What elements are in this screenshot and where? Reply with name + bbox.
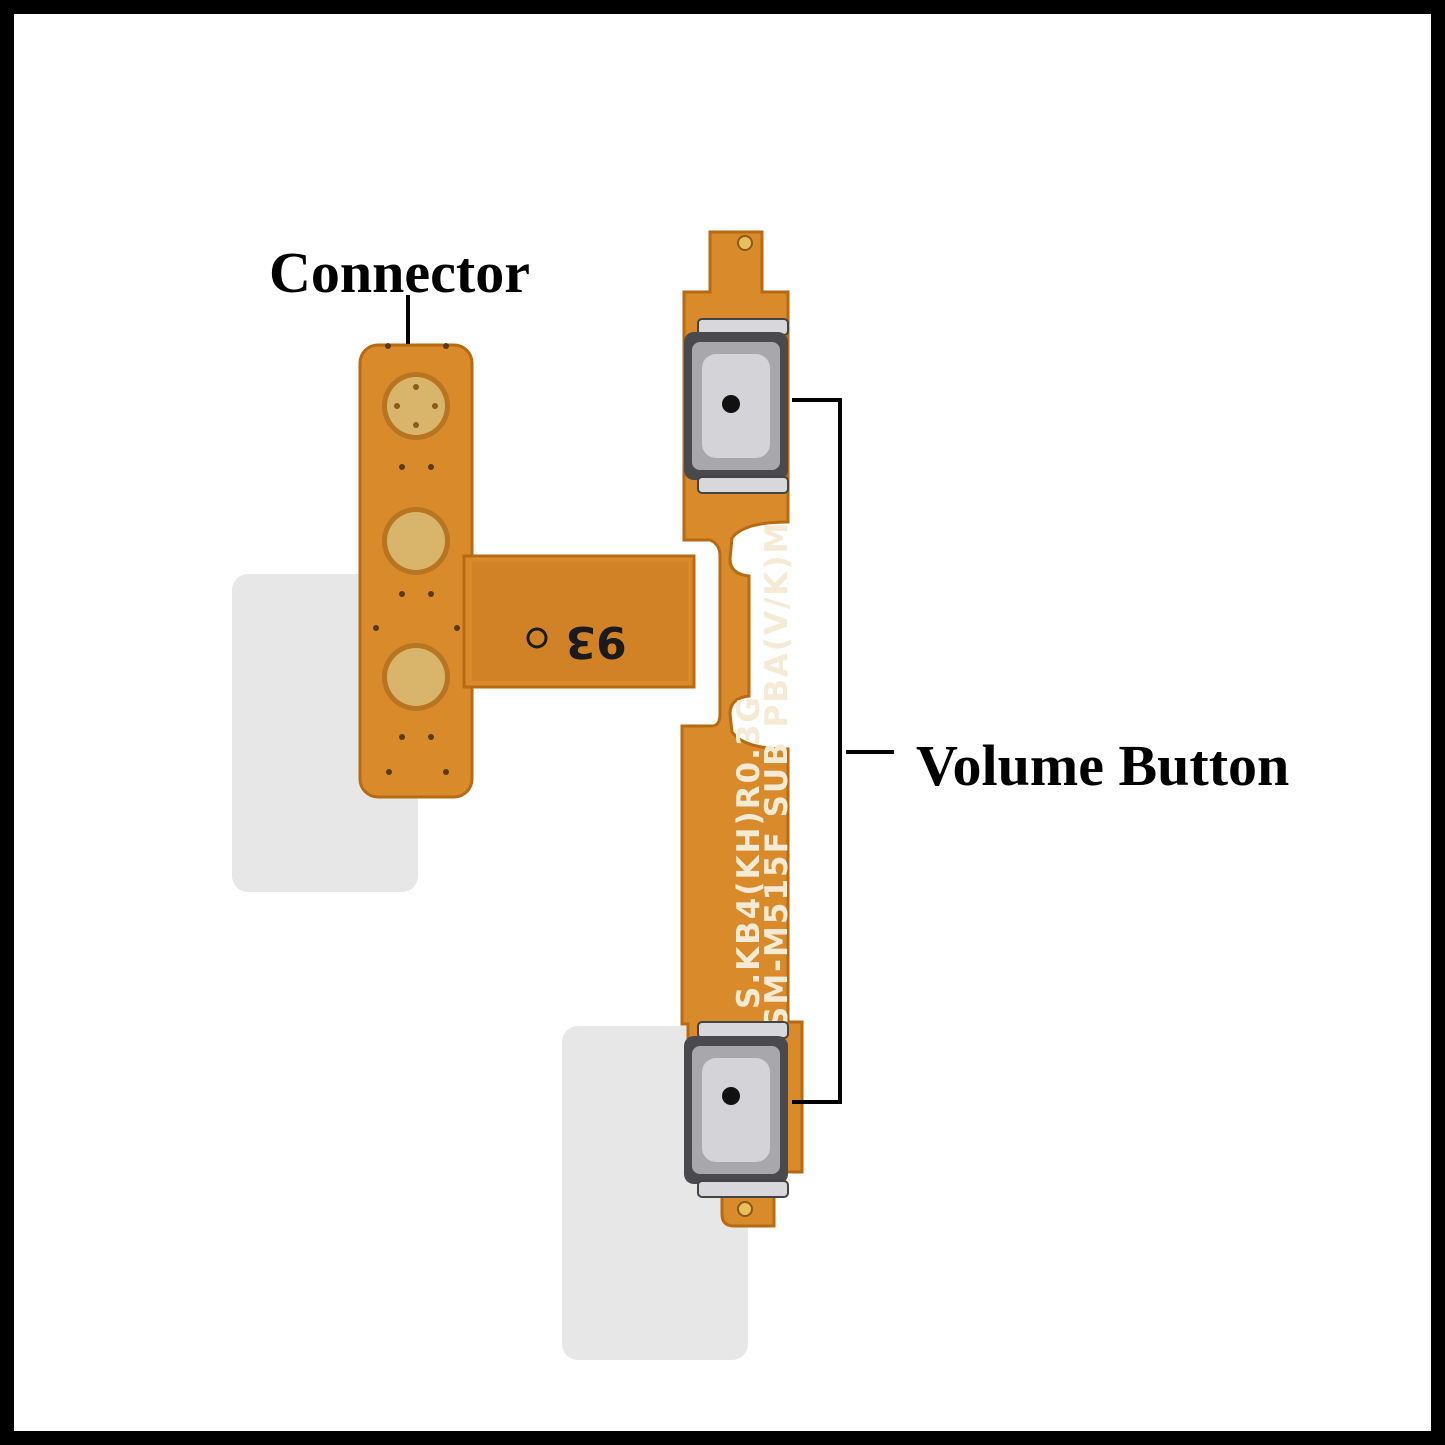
flex-cable-illustration: 93 S.KB4(KH)R0.3G SM-M515F SUB PBA(V/K)M [232,230,894,1360]
pcb-code-marking: 93 [565,616,626,667]
connector-pad [382,643,450,711]
connector-pad [382,372,450,440]
connector-label: Connector [269,240,530,305]
volume-button-label: Volume Button [916,733,1290,798]
flex-bridge: 93 [462,554,696,689]
pcb-marking-line1: S.KB4(KH)R0.3G [731,695,767,1009]
pcb-marking-line2: SM-M515F SUB PBA(V/K)M [759,521,795,1029]
volume-switch-top [684,318,789,494]
connector-pad [382,507,450,575]
connector-strip [358,343,474,799]
volume-callout-bracket [792,398,842,1104]
image-frame: 93 S.KB4(KH)R0.3G SM-M515F SUB PBA(V/K)M [14,14,1431,1431]
volume-switch-bottom [684,1021,789,1198]
